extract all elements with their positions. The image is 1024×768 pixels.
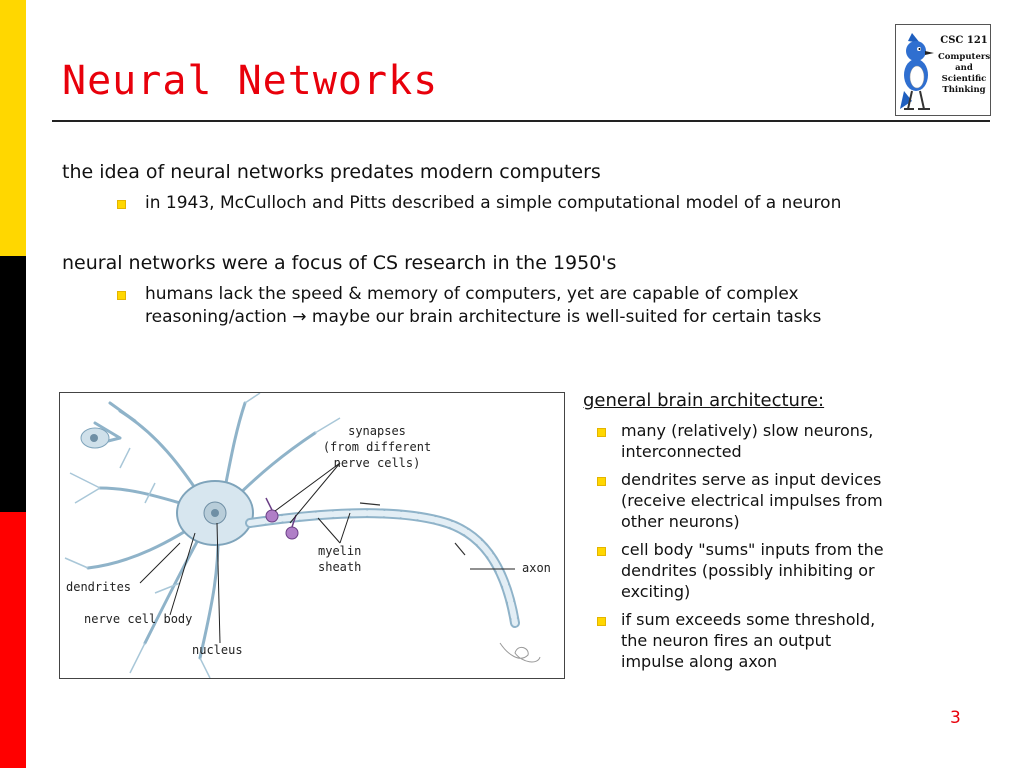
logo-line: and bbox=[955, 63, 973, 73]
list-item-line: (receive electrical impulses from bbox=[621, 491, 883, 510]
list-item-line: interconnected bbox=[621, 442, 742, 461]
list-item: if sum exceeds some threshold, the neuro… bbox=[597, 609, 1017, 672]
label-line: synapses bbox=[348, 424, 406, 438]
bullet-history: the idea of neural networks predates mod… bbox=[62, 161, 601, 183]
bullet-square-icon bbox=[117, 200, 126, 209]
synapses-label: synapses (from different nerve cells) bbox=[322, 423, 432, 471]
slide-title: Neural Networks bbox=[62, 58, 439, 104]
left-stripe-red bbox=[0, 512, 26, 768]
list-item-line: the neuron fires an output bbox=[621, 631, 832, 650]
label-line: nerve cells) bbox=[333, 456, 421, 470]
label-line: myelin bbox=[318, 544, 362, 558]
sub-bullet-mcculloch-pitts: in 1943, McCulloch and Pitts described a… bbox=[117, 192, 841, 215]
list-item-line: impulse along axon bbox=[621, 652, 778, 671]
bullet-square-icon bbox=[597, 477, 606, 486]
list-item-line: other neurons) bbox=[621, 512, 740, 531]
left-stripe-yellow bbox=[0, 0, 26, 256]
architecture-list: many (relatively) slow neurons, intercon… bbox=[597, 420, 1017, 679]
bullet-square-icon bbox=[117, 291, 126, 300]
nucleus-label: nucleus bbox=[192, 643, 243, 657]
dendrites-label: dendrites bbox=[66, 580, 132, 594]
list-item-line: many (relatively) slow neurons, bbox=[621, 421, 874, 440]
list-item-line: exciting) bbox=[621, 582, 691, 601]
list-item-line: cell body "sums" inputs from the bbox=[621, 540, 884, 559]
left-stripe-black bbox=[0, 256, 26, 512]
page-number: 3 bbox=[950, 708, 961, 728]
list-item: many (relatively) slow neurons, intercon… bbox=[597, 420, 1017, 462]
myelin-sheath-label: myelin sheath bbox=[318, 543, 361, 575]
list-item-line: dendrites serve as input devices bbox=[621, 470, 882, 489]
logo-line: Scientific bbox=[941, 74, 987, 84]
bullet-square-icon bbox=[597, 428, 606, 437]
label-line: (from different bbox=[322, 440, 432, 454]
bullet-square-icon bbox=[597, 547, 606, 556]
logo-course-code: CSC 121 bbox=[940, 35, 988, 46]
list-item-line: if sum exceeds some threshold, bbox=[621, 610, 876, 629]
nerve-cell-body-label: nerve cell body bbox=[84, 612, 193, 626]
logo-line: Thinking bbox=[942, 85, 986, 95]
neuron-illustration bbox=[64, 393, 541, 678]
title-divider bbox=[52, 120, 990, 122]
list-item: cell body "sums" inputs from the dendrit… bbox=[597, 539, 1017, 602]
sub-bullet-line: reasoning/action → maybe our brain archi… bbox=[145, 307, 822, 327]
logo-line: Computers bbox=[938, 52, 991, 62]
architecture-heading: general brain architecture: bbox=[583, 390, 825, 411]
sub-bullet-line: humans lack the speed & memory of comput… bbox=[145, 284, 799, 304]
list-item: dendrites serve as input devices (receiv… bbox=[597, 469, 1017, 532]
bullet-square-icon bbox=[597, 617, 606, 626]
bluejay-mascot-icon bbox=[900, 33, 934, 110]
axon-label: axon bbox=[522, 561, 551, 575]
neuron-diagram: synapses (from different nerve cells) my… bbox=[59, 392, 565, 679]
course-logo: CSC 121 Computers and Scientific Thinkin… bbox=[895, 24, 991, 116]
list-item-line: dendrites (possibly inhibiting or bbox=[621, 561, 875, 580]
bullet-1950s: neural networks were a focus of CS resea… bbox=[62, 252, 617, 274]
logo-text: CSC 121 Computers and Scientific Thinkin… bbox=[938, 35, 990, 96]
sub-bullet-text: in 1943, McCulloch and Pitts described a… bbox=[145, 193, 842, 213]
sub-bullet-brain-architecture: humans lack the speed & memory of comput… bbox=[117, 283, 821, 329]
label-line: sheath bbox=[318, 560, 362, 574]
